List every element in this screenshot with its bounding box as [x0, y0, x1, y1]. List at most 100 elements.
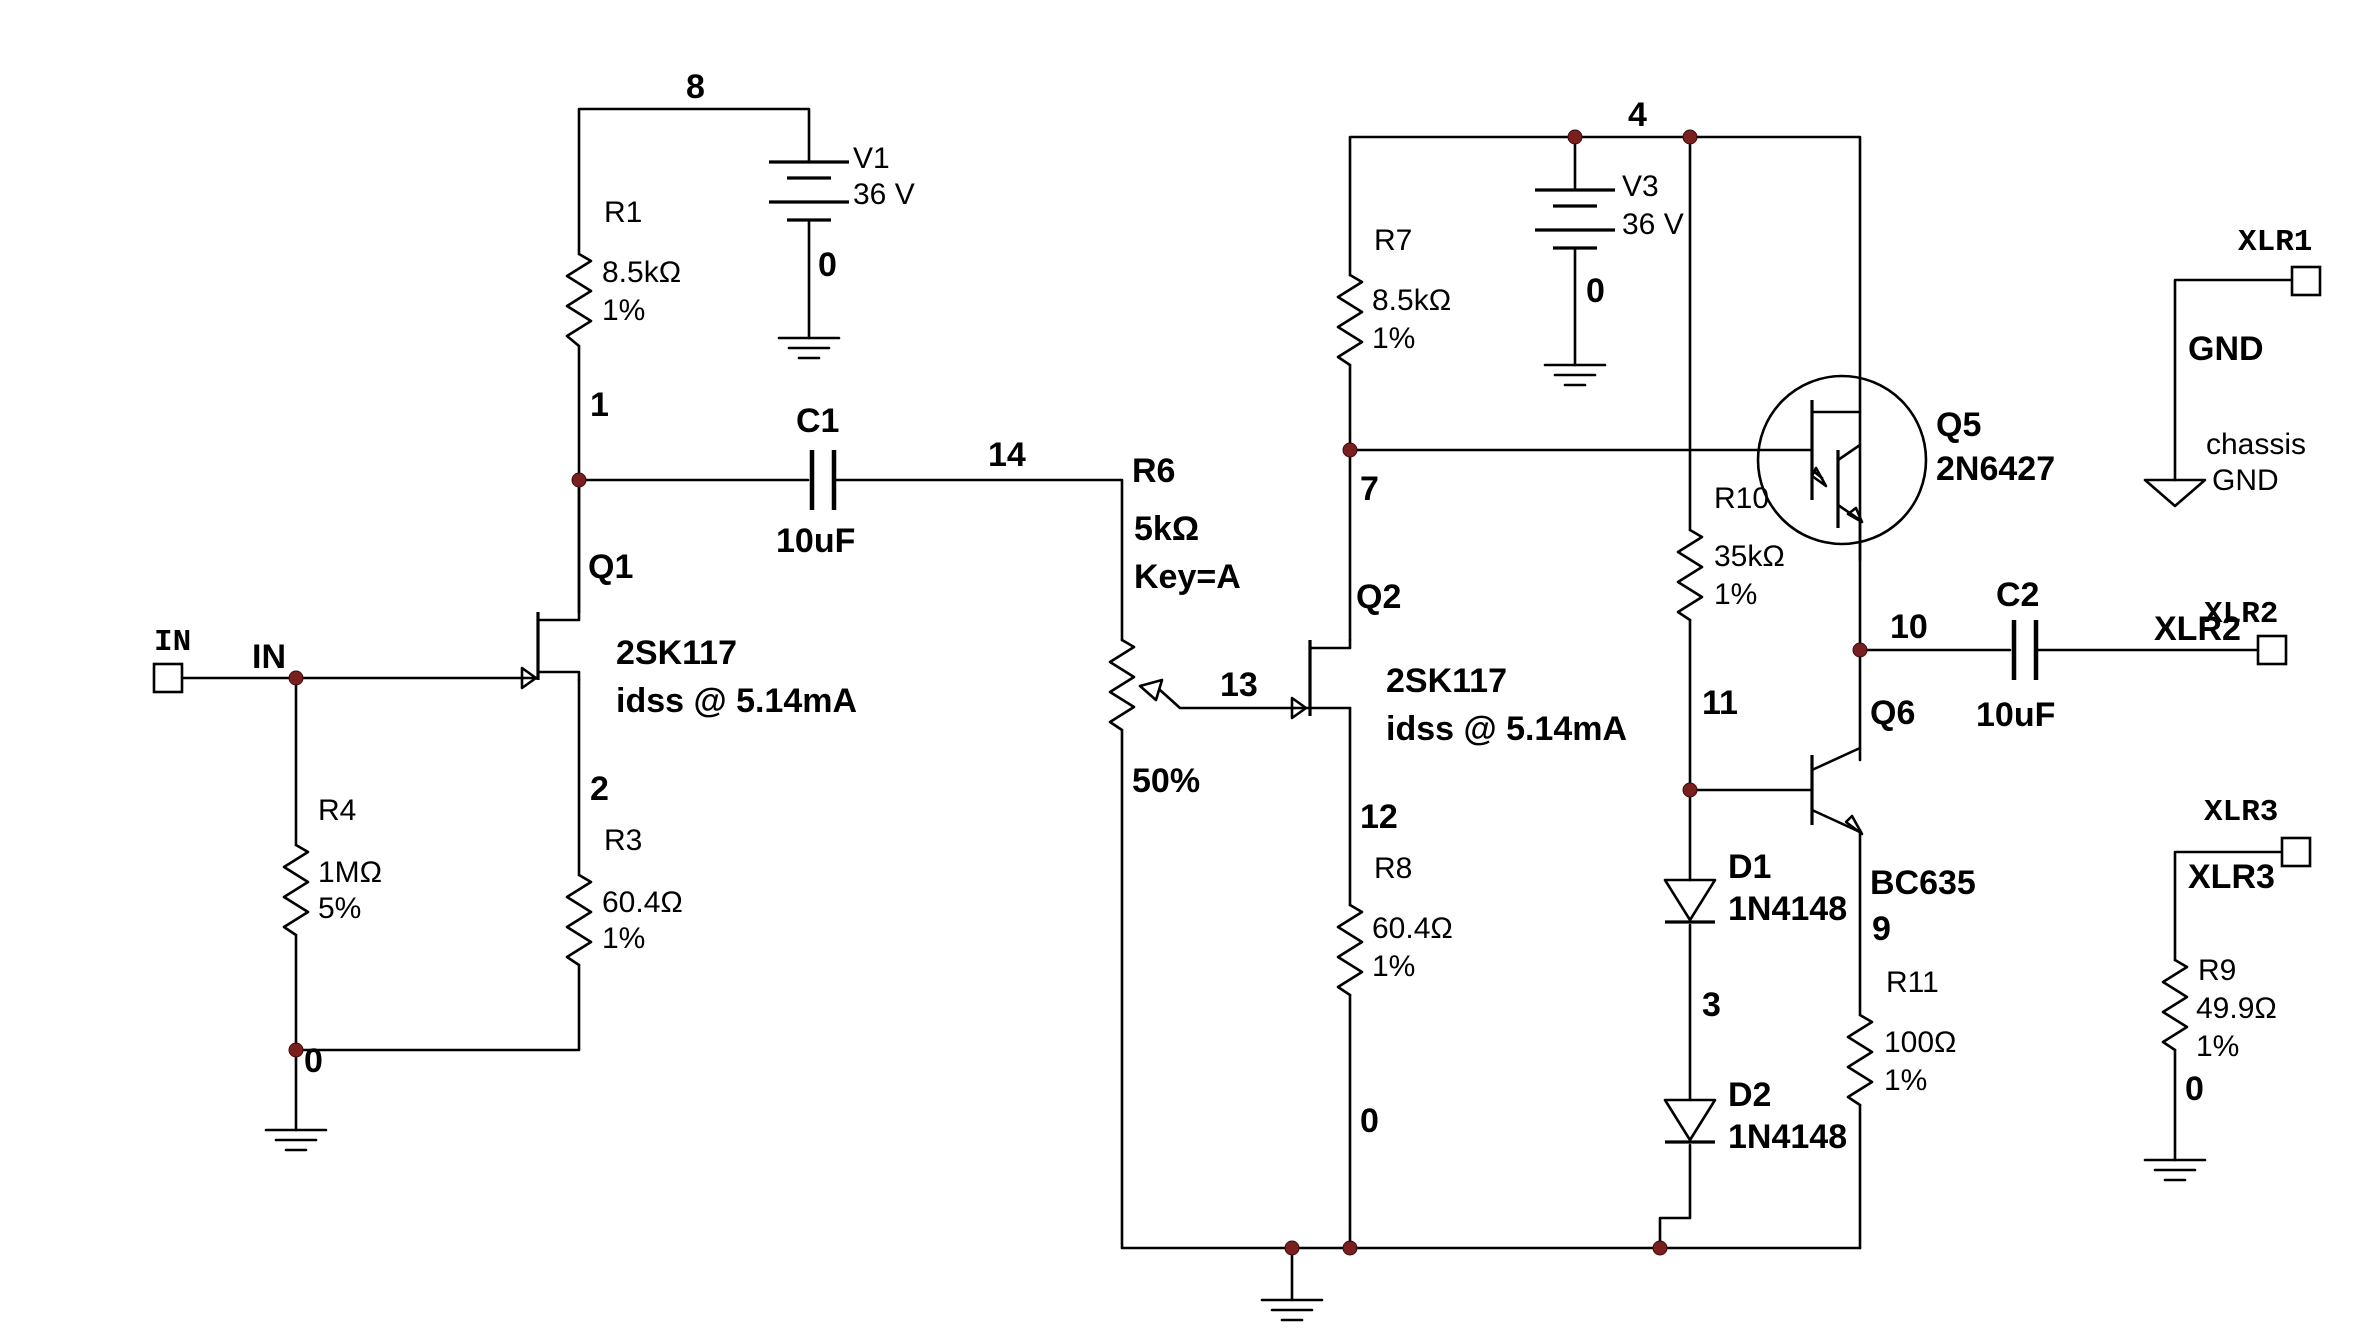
v1-ref: V1: [853, 142, 890, 175]
port-in-label: IN: [154, 625, 191, 660]
node-label-0-v3: 0: [1586, 272, 1605, 310]
r6-ref: R6: [1132, 452, 1175, 490]
r4-ref: R4: [318, 794, 356, 827]
node-label-10: 10: [1890, 608, 1928, 646]
bjt-q6: [1810, 746, 1864, 836]
port-xlr2-label: XLR2: [2204, 597, 2278, 632]
q6-ref: Q6: [1870, 694, 1915, 732]
ground-symbol-left: [264, 1128, 328, 1152]
r8-ref: R8: [1374, 852, 1412, 885]
node-label-12: 12: [1360, 798, 1398, 836]
jfet-q2: [1290, 638, 1352, 720]
r7-value: 8.5kΩ: [1372, 284, 1451, 317]
port-xlr3-terminal[interactable]: [2280, 836, 2312, 868]
xlr2-net-label: XLR2: [2154, 610, 2241, 648]
d1-ref: D1: [1728, 848, 1771, 886]
r9-ref: R9: [2198, 954, 2236, 987]
port-xlr1-terminal[interactable]: [2290, 265, 2322, 297]
q2-part: 2SK117: [1386, 662, 1507, 700]
r1-tol: 1%: [602, 294, 645, 327]
q2-ref: Q2: [1356, 578, 1401, 616]
resistor-r4: [282, 843, 310, 937]
r6-value: 5kΩ: [1134, 510, 1199, 548]
r1-ref: R1: [604, 196, 642, 229]
gnd-net-label: GND: [2188, 330, 2264, 368]
junction-dots: [288, 129, 1868, 1256]
diode-d2: [1663, 1098, 1717, 1144]
c2-value: 10uF: [1976, 696, 2055, 734]
ground-symbol-xlr3: [2143, 1158, 2207, 1182]
capacitor-c2: [2011, 620, 2039, 680]
resistor-r8: [1336, 903, 1364, 997]
resistor-r11: [1846, 1013, 1874, 1107]
r3-ref: R3: [604, 824, 642, 857]
potentiometer-r6: [1108, 638, 1164, 732]
c1-ref: C1: [796, 402, 839, 440]
battery-v1: [769, 160, 849, 222]
r7-ref: R7: [1374, 224, 1412, 257]
node-label-0-xlr3: 0: [2185, 1070, 2204, 1108]
resistor-r1: [565, 252, 593, 348]
node-label-8: 8: [686, 68, 705, 106]
node-label-in: IN: [252, 638, 286, 676]
r1-value: 8.5kΩ: [602, 256, 681, 289]
diode-d1: [1663, 878, 1717, 924]
d2-ref: D2: [1728, 1076, 1771, 1114]
jfet-q1: [520, 610, 581, 690]
wires: [180, 107, 2294, 1302]
battery-v3: [1535, 188, 1615, 250]
node-label-0-v1: 0: [818, 246, 837, 284]
port-xlr3-label: XLR3: [2204, 795, 2278, 830]
ground-symbol-v1: [777, 336, 841, 360]
node-label-14: 14: [988, 436, 1026, 474]
resistor-r7: [1336, 273, 1364, 367]
r9-value: 49.9Ω: [2196, 992, 2277, 1025]
xlr3-net-label: XLR3: [2188, 858, 2275, 896]
r10-value: 35kΩ: [1714, 540, 1785, 573]
port-xlr2-terminal[interactable]: [2256, 634, 2288, 666]
node-label-3: 3: [1702, 986, 1721, 1024]
q5-ref: Q5: [1936, 406, 1981, 444]
q6-part: BC635: [1870, 864, 1976, 902]
darlington-q5: [1756, 374, 1928, 546]
port-in-terminal[interactable]: [152, 662, 184, 694]
r3-tol: 1%: [602, 922, 645, 955]
r6-position: 50%: [1132, 762, 1200, 800]
capacitor-c1: [809, 450, 837, 510]
r11-ref: R11: [1886, 966, 1939, 999]
node-label-9: 9: [1872, 910, 1891, 948]
resistor-r3: [565, 873, 593, 967]
r11-value: 100Ω: [1884, 1026, 1956, 1059]
resistor-r9: [2161, 958, 2189, 1052]
c2-ref: C2: [1996, 576, 2039, 614]
r11-tol: 1%: [1884, 1064, 1927, 1097]
ground-symbol-bottom: [1260, 1298, 1324, 1322]
v3-value: 36 V: [1622, 208, 1684, 241]
r6-key: Key=A: [1134, 558, 1241, 596]
r3-value: 60.4Ω: [602, 886, 683, 919]
d2-part: 1N4148: [1728, 1118, 1847, 1156]
node-label-2: 2: [590, 770, 609, 808]
q2-note: idss @ 5.14mA: [1386, 710, 1627, 748]
d1-part: 1N4148: [1728, 890, 1847, 928]
r7-tol: 1%: [1372, 322, 1415, 355]
chassis-ground-symbol: [2143, 478, 2207, 508]
node-label-4: 4: [1628, 96, 1647, 134]
r10-ref: R10: [1714, 482, 1769, 515]
q1-ref: Q1: [588, 548, 633, 586]
r4-value: 1MΩ: [318, 856, 382, 889]
r9-tol: 1%: [2196, 1030, 2239, 1063]
q1-part: 2SK117: [616, 634, 737, 672]
node-label-1: 1: [590, 386, 609, 424]
port-xlr1-label: XLR1: [2238, 225, 2312, 260]
ground-symbol-v3: [1543, 363, 1607, 387]
r10-tol: 1%: [1714, 578, 1757, 611]
node-label-0-left: 0: [304, 1042, 323, 1080]
node-label-13: 13: [1220, 666, 1258, 704]
c1-value: 10uF: [776, 522, 855, 560]
v1-value: 36 V: [853, 178, 915, 211]
r8-value: 60.4Ω: [1372, 912, 1453, 945]
q5-part: 2N6427: [1936, 450, 2055, 488]
chassis-gnd-line1: chassis: [2206, 428, 2306, 461]
